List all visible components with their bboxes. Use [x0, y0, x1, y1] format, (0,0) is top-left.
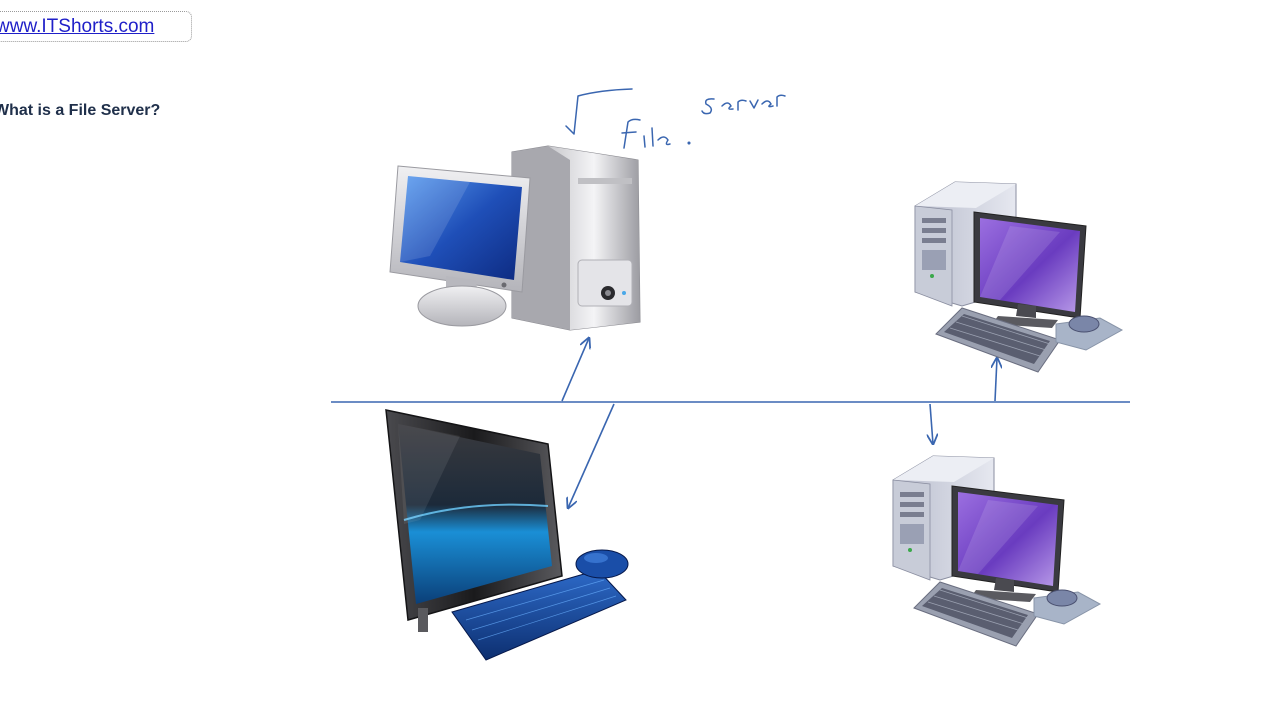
workstation-top-right[interactable]	[914, 181, 1124, 373]
arrow-to-workstation-top	[995, 358, 997, 402]
handwritten-file-server-label	[565, 88, 786, 149]
link-frame	[0, 11, 192, 42]
arrow-to-all-in-one	[568, 403, 615, 508]
file-server-computer[interactable]	[389, 145, 641, 331]
arrow-to-file-server	[561, 338, 589, 402]
slide-heading: What is a File Server?	[0, 102, 161, 119]
arrow-to-workstation-bottom	[930, 403, 933, 444]
workstation-bottom-right[interactable]	[892, 455, 1102, 647]
website-link[interactable]: www.ITShorts.com	[0, 16, 155, 37]
all-in-one-pc[interactable]	[385, 409, 629, 661]
